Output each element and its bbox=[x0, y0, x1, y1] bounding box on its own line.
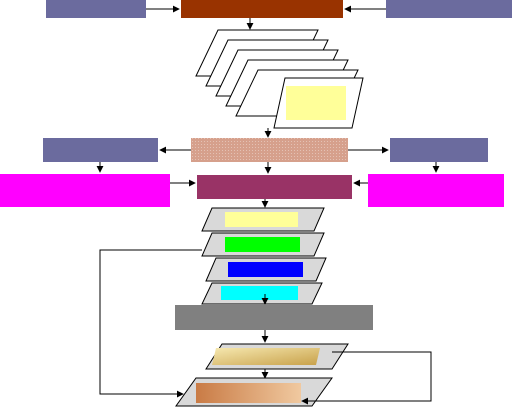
sheet-highlight bbox=[286, 86, 346, 120]
center-plum-box bbox=[197, 175, 352, 199]
right-slate-box bbox=[390, 138, 488, 162]
left-slate-box bbox=[43, 138, 158, 162]
loop-right-to-copper bbox=[301, 351, 432, 405]
top-right-input-box bbox=[386, 0, 512, 18]
top-center-process-box bbox=[181, 0, 343, 18]
right-magenta-box bbox=[368, 174, 504, 207]
center-tan-box bbox=[191, 138, 348, 162]
stacked-sheets bbox=[195, 29, 364, 129]
loop-left-to-copper bbox=[99, 249, 202, 398]
layer-yellow bbox=[225, 212, 298, 227]
layer-cyan bbox=[221, 286, 298, 300]
layer-blue bbox=[228, 262, 303, 277]
copper-film bbox=[196, 383, 301, 403]
left-magenta-box bbox=[0, 174, 170, 207]
gray-process-box bbox=[175, 305, 373, 330]
layer-green bbox=[225, 237, 300, 252]
top-left-input-box bbox=[46, 0, 146, 18]
gold-film bbox=[212, 348, 320, 365]
